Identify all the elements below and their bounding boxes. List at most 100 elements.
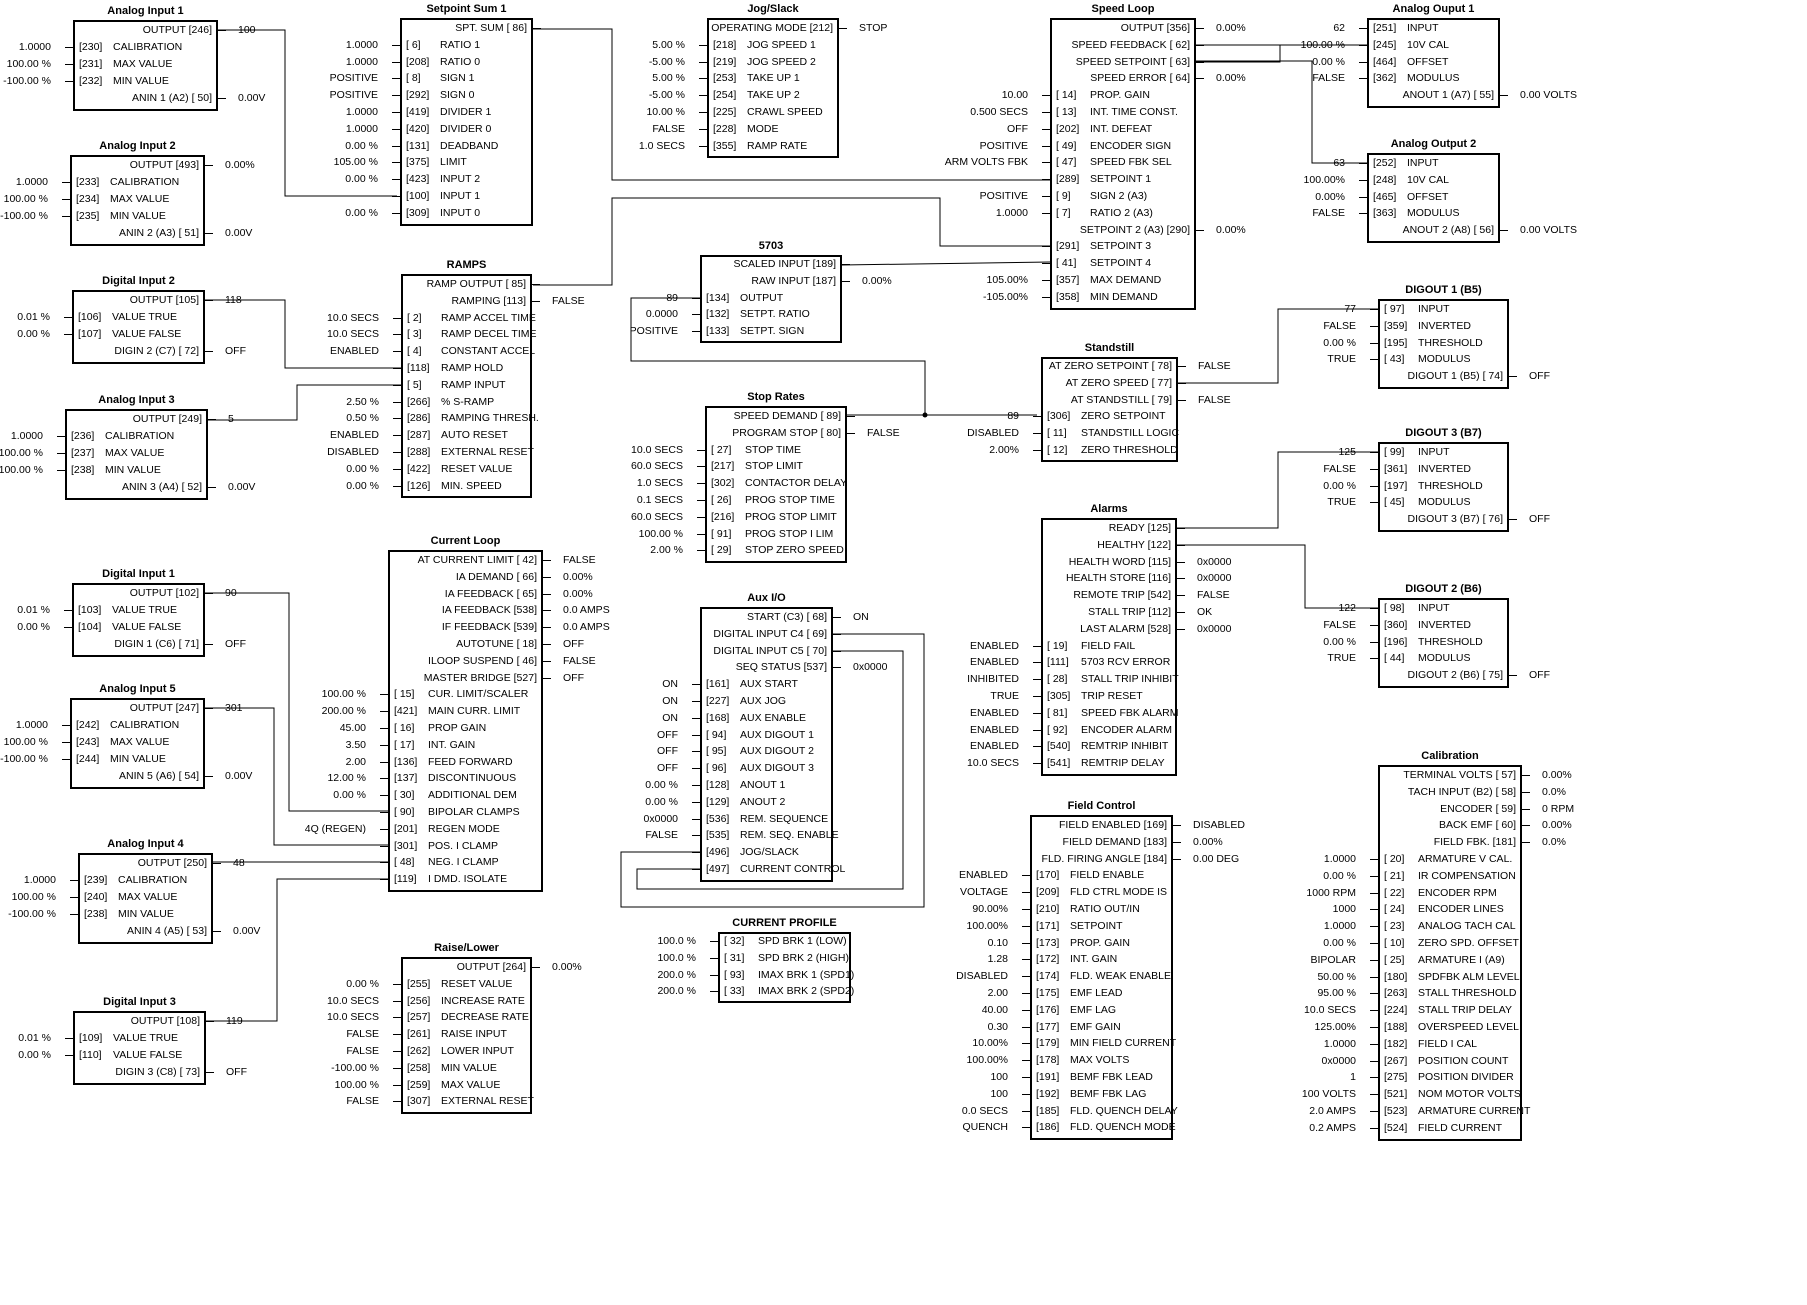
param-row[interactable]: SCALED INPUT [189]	[700, 256, 850, 273]
param-row[interactable]: 1.0000[239]CALIBRATION	[24, 872, 213, 889]
param-row[interactable]: OUTPUT [246]100	[73, 22, 256, 39]
param-row[interactable]: [ 41]SETPOINT 4	[1042, 255, 1196, 272]
param-row[interactable]: RAMPING [113]FALSE	[401, 293, 584, 310]
param-row[interactable]: [496]JOG/SLACK	[692, 844, 833, 861]
param-row[interactable]: 10.0 SECS[ 2]RAMP ACCEL TIME	[327, 310, 536, 327]
param-row[interactable]: HEALTH STORE [116]0x0000	[1041, 570, 1232, 587]
param-row[interactable]: 62[251]INPUT	[1333, 20, 1500, 37]
param-row[interactable]: 105.00%[357]MAX DEMAND	[987, 272, 1196, 289]
param-row[interactable]: 100.00 %[237]MAX VALUE	[0, 445, 208, 462]
param-row[interactable]: ANIN 1 (A2) [ 50]0.00V	[73, 90, 265, 107]
param-row[interactable]: 1.0000[230]CALIBRATION	[19, 39, 218, 56]
param-row[interactable]: 4Q (REGEN)[201]REGEN MODE	[305, 821, 543, 838]
param-row[interactable]: REMOTE TRIP [542]FALSE	[1041, 587, 1229, 604]
param-row[interactable]: OFF[ 94]AUX DIGOUT 1	[657, 727, 833, 744]
param-row[interactable]: 100.00 %[231]MAX VALUE	[7, 56, 218, 73]
param-row[interactable]: TRUE[305]TRIP RESET	[990, 688, 1177, 705]
param-row[interactable]: 0.00 %[ 10]ZERO SPD. OFFSET	[1323, 935, 1522, 952]
param-row[interactable]: OFF[202]INT. DEFEAT	[1007, 121, 1196, 138]
param-row[interactable]: -100.00 %[238]MIN VALUE	[8, 906, 213, 923]
param-row[interactable]: FALSE[361]INVERTED	[1323, 461, 1509, 478]
param-row[interactable]: [119]I DMD. ISOLATE	[380, 871, 543, 888]
param-row[interactable]: 200.00 %[421]MAIN CURR. LIMIT	[322, 703, 543, 720]
param-row[interactable]: OFF[ 96]AUX DIGOUT 3	[657, 760, 833, 777]
param-row[interactable]: 100 VOLTS[521]NOM MOTOR VOLTS	[1302, 1086, 1522, 1103]
param-row[interactable]: OUTPUT [108]119	[73, 1013, 243, 1030]
param-row[interactable]: 40.00[176]EMF LAG	[982, 1002, 1173, 1019]
param-row[interactable]: POSITIVE[292]SIGN 0	[330, 87, 533, 104]
param-row[interactable]: 0.0 SECS[185]FLD. QUENCH DELAY	[962, 1103, 1178, 1120]
param-row[interactable]: DIGIN 3 (C8) [ 73]OFF	[73, 1064, 247, 1081]
param-row[interactable]: 100[192]BEMF FBK LAG	[990, 1086, 1173, 1103]
param-row[interactable]: 2.00[136]FEED FORWARD	[346, 754, 543, 771]
param-row[interactable]: 100.00%[178]MAX VOLTS	[967, 1052, 1173, 1069]
param-row[interactable]: -100.00 %[244]MIN VALUE	[0, 751, 205, 768]
param-row[interactable]: ANIN 2 (A3) [ 51]0.00V	[70, 225, 252, 242]
param-row[interactable]: ANIN 3 (A4) [ 52]0.00V	[65, 479, 255, 496]
param-row[interactable]: 122[ 98]INPUT	[1338, 600, 1509, 617]
param-row[interactable]: 0.30[177]EMF GAIN	[988, 1019, 1173, 1036]
param-row[interactable]: DIGITAL INPUT C5 [ 70]	[700, 643, 841, 660]
param-row[interactable]: SPEED DEMAND [ 89]	[705, 408, 855, 425]
param-row[interactable]: ON[161]AUX START	[662, 676, 833, 693]
param-row[interactable]: 10.00 %[225]CRAWL SPEED	[646, 104, 839, 121]
param-row[interactable]: FLD. FIRING ANGLE [184]0.00 DEG	[1030, 851, 1240, 868]
param-row[interactable]: ENABLED[170]FIELD ENABLE	[959, 867, 1173, 884]
param-row[interactable]: 10.0 SECS[256]INCREASE RATE	[327, 993, 532, 1010]
param-row[interactable]: STALL TRIP [112]OK	[1041, 604, 1212, 621]
param-row[interactable]: LAST ALARM [528]0x0000	[1041, 621, 1231, 638]
param-row[interactable]: 5.00 %[253]TAKE UP 1	[652, 70, 839, 87]
param-row[interactable]: QUENCH[186]FLD. QUENCH MODE	[962, 1119, 1175, 1136]
param-row[interactable]: 2.00 %[ 29]STOP ZERO SPEED	[650, 542, 847, 559]
param-row[interactable]: 0.00 %[126]MIN. SPEED	[346, 478, 532, 495]
param-row[interactable]: 0.00 %[197]THRESHOLD	[1323, 478, 1509, 495]
param-row[interactable]: 1.0000[419]DIVIDER 1	[346, 104, 533, 121]
param-row[interactable]: 105.00 %[375]LIMIT	[334, 154, 533, 171]
param-row[interactable]: 1.0000[242]CALIBRATION	[16, 717, 205, 734]
param-row[interactable]: DISABLED[ 11]STANDSTILL LOGIC	[967, 425, 1179, 442]
param-row[interactable]: ANOUT 2 (A8) [ 56]0.00 VOLTS	[1367, 222, 1577, 239]
param-row[interactable]: SEQ STATUS [537]0x0000	[700, 659, 888, 676]
param-row[interactable]: 0.00 %[107]VALUE FALSE	[17, 326, 205, 343]
param-row[interactable]: ENABLED[111]5703 RCV ERROR	[970, 654, 1177, 671]
param-row[interactable]: 89[134]OUTPUT	[666, 290, 842, 307]
param-row[interactable]: OUTPUT [105]118	[72, 292, 242, 309]
param-row[interactable]: 200.0 %[ 93]IMAX BRK 1 (SPD1)	[657, 967, 854, 984]
param-row[interactable]: READY [125]	[1041, 520, 1185, 537]
param-row[interactable]: 0.00 %[ 21]IR COMPENSATION	[1323, 868, 1522, 885]
param-row[interactable]: DIGIN 2 (C7) [ 72]OFF	[72, 343, 246, 360]
param-row[interactable]: 0.50 %[286]RAMPING THRESH.	[346, 410, 539, 427]
param-row[interactable]: TERMINAL VOLTS [ 57]0.00%	[1378, 767, 1571, 784]
param-row[interactable]: [301]POS. I CLAMP	[380, 838, 543, 855]
param-row[interactable]: 0.01 %[103]VALUE TRUE	[17, 602, 205, 619]
param-row[interactable]: FALSE[359]INVERTED	[1323, 318, 1509, 335]
param-row[interactable]: START (C3) [ 68]ON	[700, 609, 869, 626]
param-row[interactable]: 100.00%[248]10V CAL	[1304, 172, 1500, 189]
param-row[interactable]: TRUE[ 45]MODULUS	[1327, 494, 1509, 511]
param-row[interactable]: 0.2 AMPS[524]FIELD CURRENT	[1309, 1120, 1522, 1137]
param-row[interactable]: DIGOUT 1 (B5) [ 74]OFF	[1378, 368, 1550, 385]
param-row[interactable]: 1.0000[208]RATIO 0	[346, 54, 533, 71]
param-row[interactable]: 10.00%[179]MIN FIELD CURRENT	[972, 1035, 1176, 1052]
param-row[interactable]: FALSE[307]EXTERNAL RESET	[346, 1093, 534, 1110]
param-row[interactable]: 10.00[ 14]PROP. GAIN	[1002, 87, 1196, 104]
param-row[interactable]: OUTPUT [250]48	[78, 855, 245, 872]
param-row[interactable]: [497]CURRENT CONTROL	[692, 861, 845, 878]
param-row[interactable]: 0.01 %[106]VALUE TRUE	[17, 309, 205, 326]
param-row[interactable]: 0.00 %[422]RESET VALUE	[346, 461, 532, 478]
param-row[interactable]: [291]SETPOINT 3	[1042, 238, 1196, 255]
param-row[interactable]: 10.0 SECS[224]STALL TRIP DELAY	[1304, 1002, 1522, 1019]
param-row[interactable]: 1000[ 24]ENCODER LINES	[1333, 901, 1522, 918]
param-row[interactable]: [118]RAMP HOLD	[393, 360, 532, 377]
param-row[interactable]: ANIN 5 (A6) [ 54]0.00V	[70, 768, 252, 785]
param-row[interactable]: ANOUT 1 (A7) [ 55]0.00 VOLTS	[1367, 87, 1577, 104]
param-row[interactable]: -105.00%[358]MIN DEMAND	[983, 289, 1196, 306]
param-row[interactable]: 0.00 %[ 30]ADDITIONAL DEM	[333, 787, 543, 804]
param-row[interactable]: IF FEEDBACK [539]0.0 AMPS	[388, 619, 610, 636]
param-row[interactable]: 1000 RPM[ 22]ENCODER RPM	[1306, 885, 1522, 902]
param-row[interactable]: HEALTHY [122]	[1041, 537, 1185, 554]
param-row[interactable]: OUTPUT [493]0.00%	[70, 157, 255, 174]
param-row[interactable]: 50.00 %[180]SPDFBK ALM LEVEL	[1317, 969, 1522, 986]
param-row[interactable]: ENABLED[ 92]ENCODER ALARM	[970, 722, 1177, 739]
param-row[interactable]: ENABLED[ 81]SPEED FBK ALARM	[970, 705, 1178, 722]
